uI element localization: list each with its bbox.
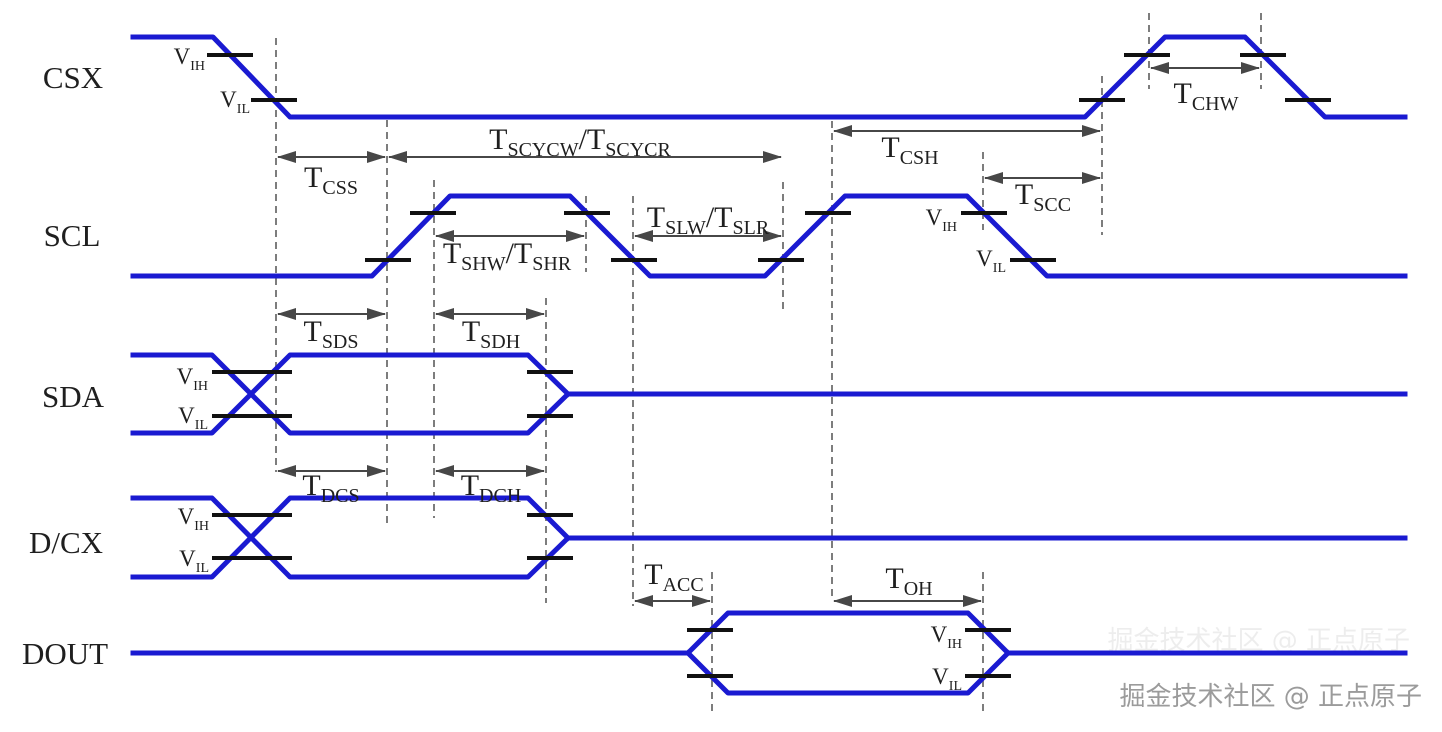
- csx-waveform: [130, 34, 1408, 120]
- label-toh: TOH: [885, 562, 932, 600]
- dout-vil-label: VIL: [932, 664, 962, 694]
- dcx-waveform: [130, 495, 1408, 580]
- label-tdcs: TDCS: [302, 469, 359, 507]
- signal-label-dcx: D/CX: [29, 525, 103, 560]
- csx-vih-label: VIH: [174, 44, 205, 74]
- sda-waveform: [130, 352, 1408, 436]
- signal-label-dout: DOUT: [22, 636, 108, 671]
- watermark: 掘金技术社区 @ 正点原子: [1119, 682, 1422, 712]
- dout-waveform: [130, 610, 1408, 656]
- label-tsdh: TSDH: [462, 315, 520, 353]
- level-ticks: [207, 53, 1331, 678]
- label-tshw-tshr: TSHW/TSHR: [443, 237, 572, 275]
- sda-waveform-cross: [130, 352, 572, 436]
- signal-name-labels: CSX SCL SDA D/CX DOUT: [22, 60, 108, 671]
- dcx-vih-label: VIH: [178, 504, 209, 534]
- dout-waveform-low: [684, 649, 1012, 696]
- label-tacc: TACC: [644, 558, 703, 596]
- timing-arrows: [277, 62, 1260, 607]
- dcx-waveform-cross: [130, 495, 572, 580]
- label-tdch: TDCH: [461, 469, 522, 507]
- label-tscycw-tscycr: TSCYCW/TSCYCR: [489, 123, 671, 161]
- label-tslw-tslr: TSLW/TSLR: [647, 201, 770, 239]
- signal-label-scl: SCL: [44, 218, 101, 253]
- label-tsds: TSDS: [303, 315, 358, 353]
- signal-waveforms: [130, 34, 1408, 696]
- scl-vil-label: VIL: [976, 246, 1006, 276]
- dcx-vil-label: VIL: [179, 546, 209, 576]
- signal-label-sda: SDA: [42, 379, 105, 414]
- label-tcsh: TCSH: [881, 131, 938, 169]
- scl-waveform: [130, 193, 1408, 279]
- timing-parameter-labels: TCSS TSCYCW/TSCYCR TCSH TCHW TSHW/TSHR T…: [302, 77, 1238, 600]
- dout-vih-label: VIH: [931, 622, 962, 652]
- scl-vih-label: VIH: [926, 205, 957, 235]
- label-tchw: TCHW: [1174, 77, 1239, 115]
- sda-vil-label: VIL: [178, 403, 208, 433]
- label-tcss: TCSS: [304, 161, 358, 199]
- csx-vil-label: VIL: [220, 87, 250, 117]
- label-tscc: TSCC: [1015, 178, 1071, 216]
- sda-vih-label: VIH: [177, 364, 208, 394]
- voltage-threshold-labels: VIH VIL VIH VIL VIH VIL VIH VIL VIH VIL: [174, 44, 1006, 694]
- dashed-guides: [275, 13, 1262, 715]
- signal-label-csx: CSX: [43, 60, 103, 95]
